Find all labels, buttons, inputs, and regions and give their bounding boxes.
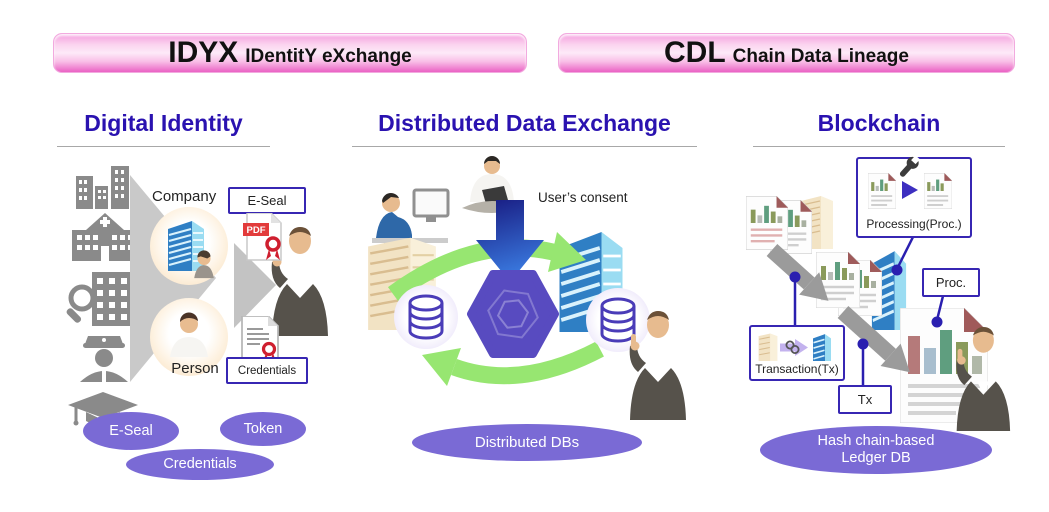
police-officer-icon (80, 336, 128, 382)
hash-chain-ledger-oval: Hash chain-based Ledger DB (760, 426, 992, 474)
business-person-icon (956, 326, 1011, 431)
business-person-icon (629, 311, 686, 420)
person-icon (170, 312, 208, 357)
processing-box-label: Processing(Proc.) (866, 217, 962, 231)
idyx-banner: IDYX IDentitY eXchange (53, 33, 527, 73)
idyx-abbr: IDYX (168, 36, 239, 69)
idyx-subtitle: IDentitY eXchange (245, 46, 412, 67)
company-badge (150, 207, 228, 285)
cdl-banner: CDL Chain Data Lineage (558, 33, 1015, 73)
city-buildings-icon (76, 166, 129, 209)
company-label: Company (152, 188, 217, 205)
data-report-document-icon (924, 173, 952, 209)
data-report-document-icon (746, 196, 788, 250)
anchor-dot (789, 271, 801, 283)
data-report-document-icon (816, 252, 860, 308)
token-oval-label: Token (243, 420, 283, 437)
data-cycle-arrow-bottom-icon (422, 341, 604, 386)
database-cylinder-icon (600, 297, 636, 343)
hash-chain-ledger-line1: Hash chain-based (817, 433, 935, 449)
anchor-dot (931, 316, 943, 328)
blockchain-connectors-layer (766, 232, 946, 386)
flow-arrow-icon (766, 244, 829, 301)
transaction-box-label: Transaction(Tx) (755, 362, 839, 376)
wrench-icon (899, 155, 920, 177)
company-building-icon (168, 221, 204, 271)
person-label: Person (171, 360, 219, 377)
pdf-badge-label: PDF (247, 225, 266, 236)
eseal-oval: E-Seal (83, 412, 179, 450)
organization-building-small-icon (758, 333, 778, 361)
company-building-small-icon (813, 334, 831, 361)
credentials-tag: Credentials (226, 357, 308, 384)
anchor-dot (891, 264, 903, 276)
credentials-tag-label: Credentials (237, 364, 297, 377)
eseal-oval-label: E-Seal (109, 422, 153, 439)
distributed-dbs-oval-label: Distributed DBs (474, 434, 580, 451)
eseal-tag-label: E-Seal (247, 193, 287, 208)
exchange-hub-hexagon-icon (467, 270, 559, 358)
transaction-box: Transaction(Tx) (749, 325, 845, 381)
users-consent-label: User’s consent (538, 190, 628, 205)
eseal-tag: E-Seal (228, 187, 306, 214)
anchor-dot (857, 338, 869, 350)
proc-tag: Proc. (922, 268, 980, 297)
person-badge (150, 298, 228, 376)
cdl-subtitle: Chain Data Lineage (732, 46, 909, 67)
database-left-badge (394, 285, 458, 349)
chain-link-arrow-icon (780, 339, 808, 356)
digital-identity-heading: Digital Identity (57, 110, 270, 147)
audit-search-building-icon (66, 272, 132, 326)
tx-tag-label: Tx (857, 392, 873, 407)
credentials-oval-label: Credentials (163, 456, 237, 472)
proc-tag-label: Proc. (935, 275, 967, 290)
transform-play-icon (902, 181, 918, 199)
database-cylinder-icon (408, 294, 444, 340)
distributed-data-exchange-heading: Distributed Data Exchange (352, 110, 697, 147)
hash-chain-ledger-line2: Ledger DB (841, 450, 911, 466)
cdl-abbr: CDL (664, 36, 726, 69)
database-right-badge (586, 288, 650, 352)
token-oval: Token (220, 412, 306, 446)
data-report-document-icon (868, 173, 896, 209)
credentials-document-icon (241, 316, 279, 362)
tx-tag: Tx (838, 385, 892, 414)
consent-arrow-icon (476, 200, 544, 282)
flow-arrow-icon (837, 306, 910, 373)
credentials-oval: Credentials (126, 449, 274, 480)
pdf-document-icon: PDF (243, 213, 282, 261)
processing-box: Processing(Proc.) (856, 155, 972, 238)
office-worker-icon (194, 250, 214, 279)
blockchain-heading: Blockchain (753, 110, 1005, 147)
distributed-dbs-oval: Distributed DBs (412, 424, 642, 461)
